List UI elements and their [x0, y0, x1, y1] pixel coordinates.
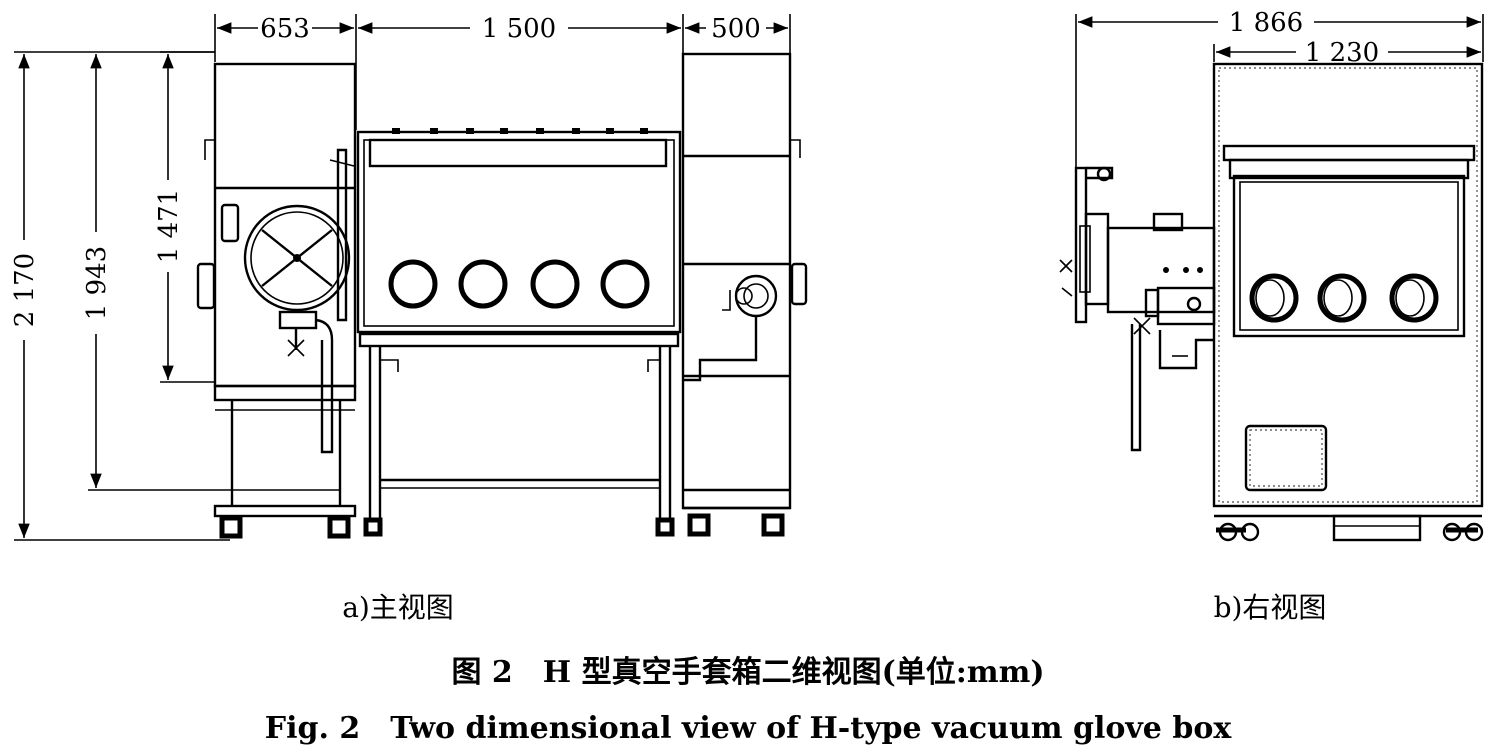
figure-title-en: Fig. 2 Two dimensional view of H-type va…	[265, 711, 1233, 746]
side-glove-port-2	[1317, 273, 1367, 323]
dim-label-2170: 2 170	[10, 253, 40, 327]
top-bolts	[392, 128, 648, 134]
dim-label-1866: 1 866	[1229, 8, 1303, 38]
glove-port-4	[600, 259, 650, 309]
front-view: 653 1 500 500 2 170 1 943	[10, 14, 808, 624]
dim-width-middle: 1 500	[358, 14, 681, 44]
side-body	[1212, 62, 1484, 542]
glove-port-2	[458, 259, 508, 309]
side-antechamber	[1059, 166, 1216, 452]
dim-width-left: 653	[217, 14, 354, 44]
dim-height-total: 2 170	[10, 51, 230, 541]
side-glove-port-3	[1389, 273, 1439, 323]
left-antechamber	[196, 62, 357, 539]
side-view-caption: b)右视图	[1214, 591, 1327, 624]
dim-width-total: 1 866	[1078, 8, 1481, 38]
main-chamber	[356, 128, 682, 537]
dim-label-1471: 1 471	[154, 189, 184, 263]
dim-label-1500: 1 500	[482, 14, 556, 44]
dim-label-500: 500	[711, 14, 761, 44]
dim-height-1943: 1 943	[82, 54, 340, 491]
dim-label-1943: 1 943	[82, 246, 112, 320]
dim-label-653: 653	[260, 14, 310, 44]
dim-width-right: 500	[685, 14, 788, 44]
right-cabinet	[681, 52, 808, 537]
dim-height-1471: 1 471	[154, 51, 215, 383]
front-view-caption: a)主视图	[342, 591, 454, 624]
figure-title-cn: 图 2 H 型真空手套箱二维视图(单位:mm)	[451, 655, 1044, 690]
glove-port-1	[388, 259, 438, 309]
glove-port-3	[530, 259, 580, 309]
side-view: 1 866 1 230	[1059, 8, 1484, 624]
side-glove-port-1	[1249, 273, 1299, 323]
pressure-gauge	[734, 274, 778, 318]
access-panel	[1244, 424, 1328, 492]
